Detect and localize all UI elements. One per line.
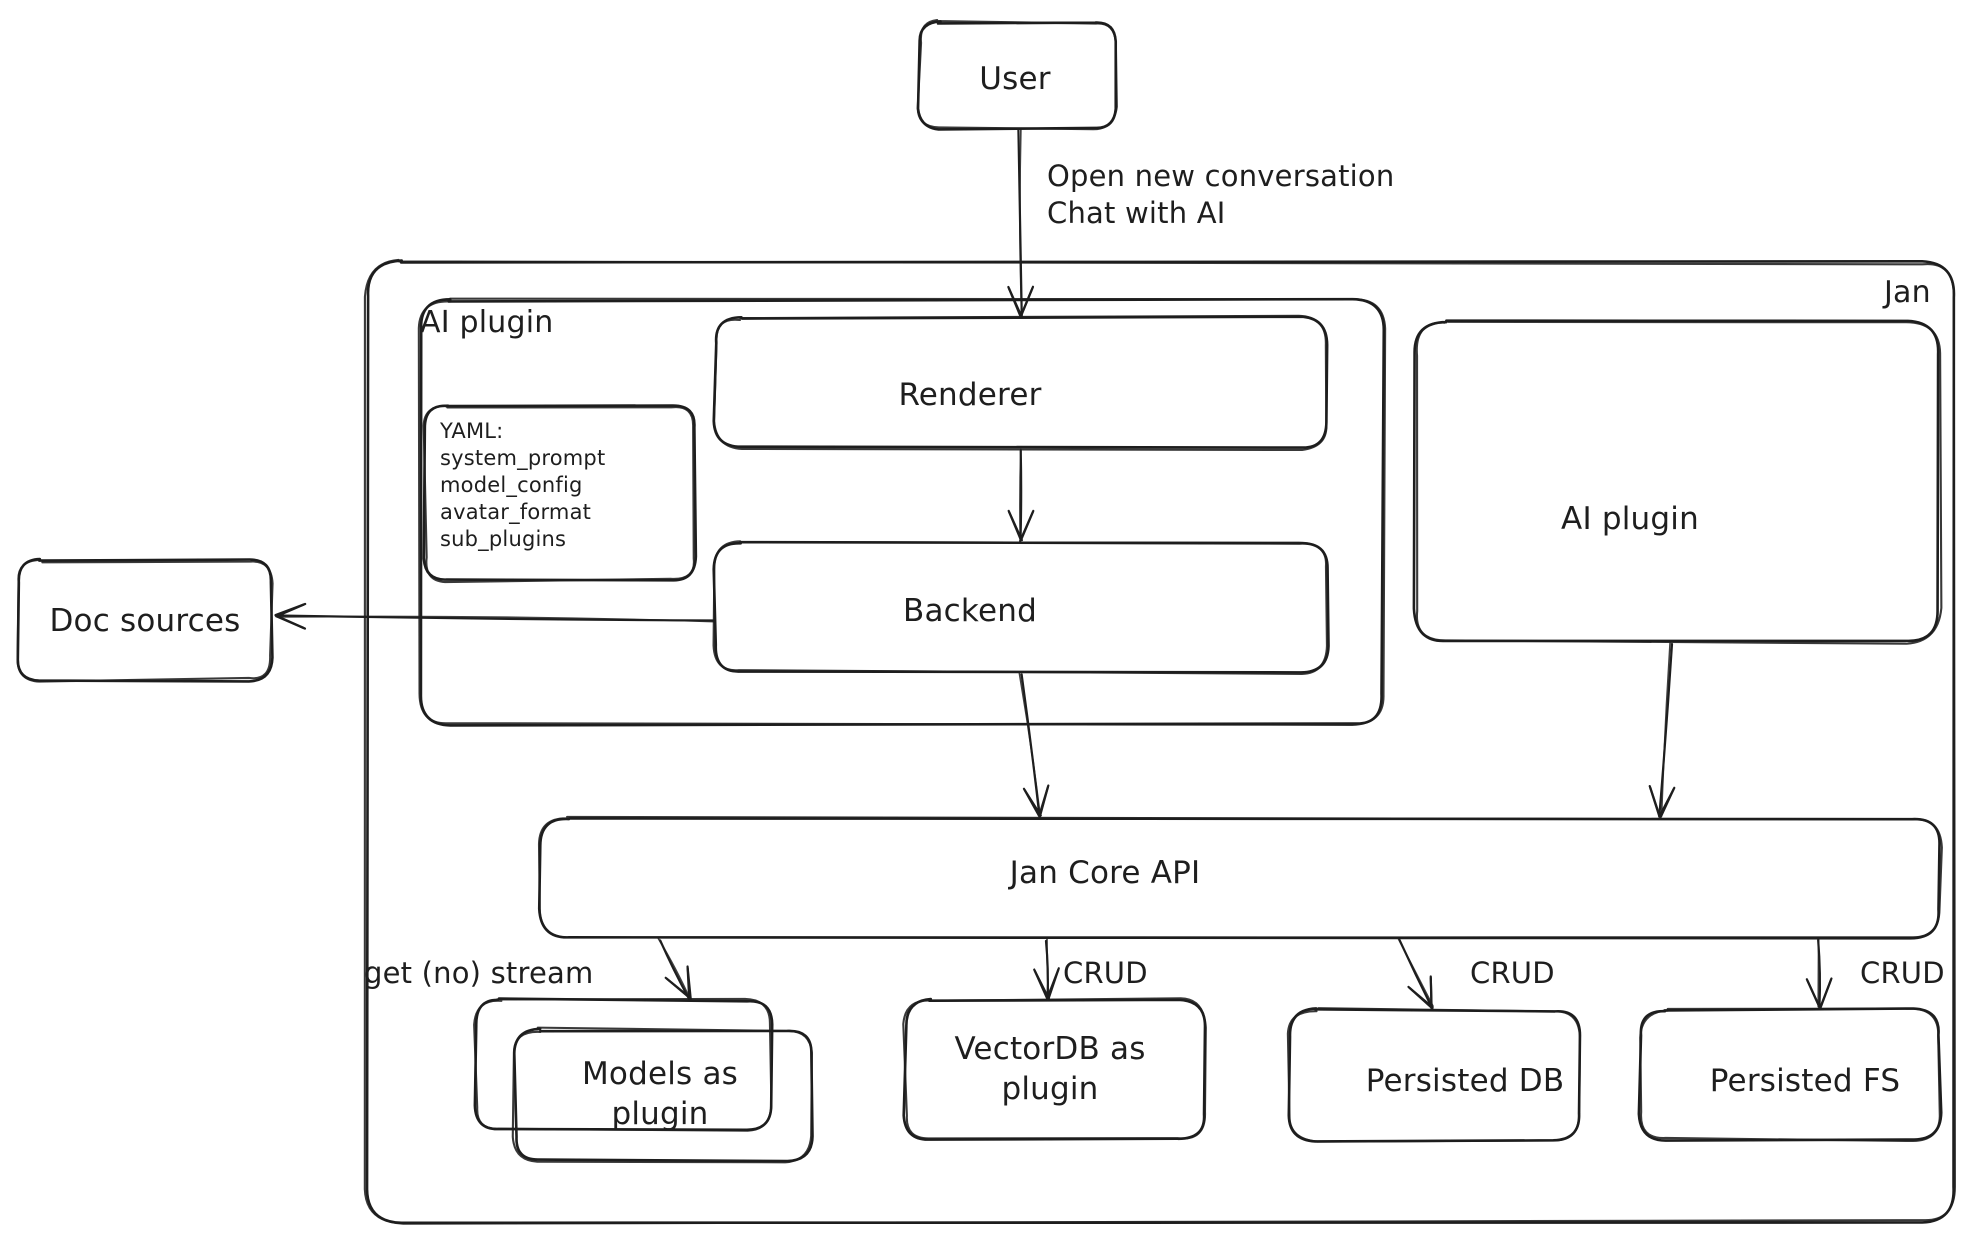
- edge-backend-docsources-head: [274, 602, 307, 617]
- yaml-note-key: sub_plugins: [440, 526, 567, 551]
- edge-core-persisteddb-head: [1407, 985, 1434, 1010]
- edge-label-core-persistedfs: CRUD: [1860, 956, 1945, 990]
- node-persisted-db-shape-2: [1286, 1007, 1581, 1143]
- group-ai-plugin-shape: [419, 297, 1386, 727]
- node-doc-sources-label[interactable]: Doc sources: [49, 603, 241, 639]
- node-models-back-shape-2: [473, 997, 773, 1132]
- edge-label-user-renderer: Open new conversation Chat with AI: [1047, 159, 1395, 231]
- node-ai-plugin-shape: [1412, 319, 1940, 643]
- edge-aiplugin-core-line-2: [1660, 642, 1671, 817]
- edge-label-core-persisteddb: CRUD: [1470, 956, 1555, 990]
- edge-user-renderer-line-2: [1019, 127, 1023, 316]
- group-ai-plugin-shape-2: [417, 297, 1387, 726]
- node-persisted-db-label[interactable]: Persisted DB: [1365, 1063, 1565, 1099]
- node-persisted-fs-shape-2: [1639, 1007, 1941, 1143]
- node-backend-shape-2: [712, 540, 1329, 675]
- node-models-as-plugin-label[interactable]: Models as plugin: [581, 1056, 739, 1132]
- edge-label-core-models: get (no) stream: [364, 956, 594, 990]
- edge-core-persistedfs-head: [1819, 977, 1833, 1010]
- yaml-note: YAML: system_prompt model_config avatar_…: [440, 418, 605, 552]
- node-user-shape-2: [916, 18, 1118, 131]
- edge-core-models-head: [686, 965, 691, 999]
- edge-user-renderer-head: [1020, 285, 1035, 317]
- node-renderer-shape-2: [713, 314, 1328, 452]
- edge-label-core-vectordb: CRUD: [1063, 956, 1148, 990]
- edge-core-persisteddb-head: [1429, 975, 1433, 1009]
- node-vectordb-as-plugin-label[interactable]: VectorDB as plugin: [954, 1031, 1146, 1107]
- edge-core-persistedfs-head: [1805, 978, 1822, 1010]
- yaml-note-key: model_config: [440, 472, 583, 497]
- yaml-note-key: avatar_format: [440, 499, 592, 524]
- edge-aiplugin-core-head: [1648, 785, 1661, 818]
- node-ai-plugin-label[interactable]: AI plugin: [1561, 501, 1699, 537]
- yaml-note-heading: YAML:: [440, 419, 504, 443]
- node-backend-label[interactable]: Backend: [903, 593, 1037, 629]
- edge-backend-core-head: [1022, 787, 1042, 817]
- group-label-ai-plugin: AI plugin: [420, 305, 554, 340]
- edge-aiplugin-core-line: [1658, 642, 1674, 817]
- edge-backend-docsources-line-2: [276, 615, 716, 623]
- node-persisted-fs-label[interactable]: Persisted FS: [1709, 1063, 1901, 1099]
- edge-renderer-backend-head: [1020, 509, 1035, 541]
- edge-core-persisteddb-line-2: [1397, 937, 1434, 1008]
- edge-core-models-head: [664, 976, 691, 999]
- node-vectordb-shape-2: [902, 997, 1207, 1140]
- edge-renderer-backend-line-2: [1019, 448, 1022, 541]
- edge-backend-docsources-head: [275, 615, 307, 630]
- group-label-jan: Jan: [1884, 275, 1931, 310]
- group-jan-shape-2: [363, 258, 1956, 1225]
- edge-aiplugin-core-head: [1658, 786, 1676, 818]
- node-models-front-shape-2: [511, 1026, 813, 1164]
- edge-renderer-backend-head: [1007, 509, 1022, 541]
- edge-backend-core-line-2: [1018, 672, 1042, 818]
- yaml-note-box-shape: [422, 404, 698, 582]
- node-doc-sources-shape-2: [16, 558, 274, 683]
- node-ai-plugin-shape-2: [1415, 320, 1943, 645]
- node-jan-core-api-shape-2: [537, 815, 1943, 939]
- edge-core-models-line-2: [657, 937, 691, 999]
- edge-backend-core-head: [1038, 784, 1050, 817]
- edge-core-vectordb-head: [1033, 968, 1049, 1001]
- edge-user-renderer-head: [1007, 285, 1022, 319]
- node-renderer-label[interactable]: Renderer: [898, 377, 1042, 413]
- yaml-note-box-shape-2: [422, 404, 695, 584]
- edge-core-vectordb-head: [1047, 967, 1060, 999]
- node-user-label[interactable]: User: [979, 61, 1051, 97]
- yaml-note-key: system_prompt: [440, 445, 606, 470]
- node-jan-core-api-label[interactable]: Jan Core API: [1009, 855, 1201, 891]
